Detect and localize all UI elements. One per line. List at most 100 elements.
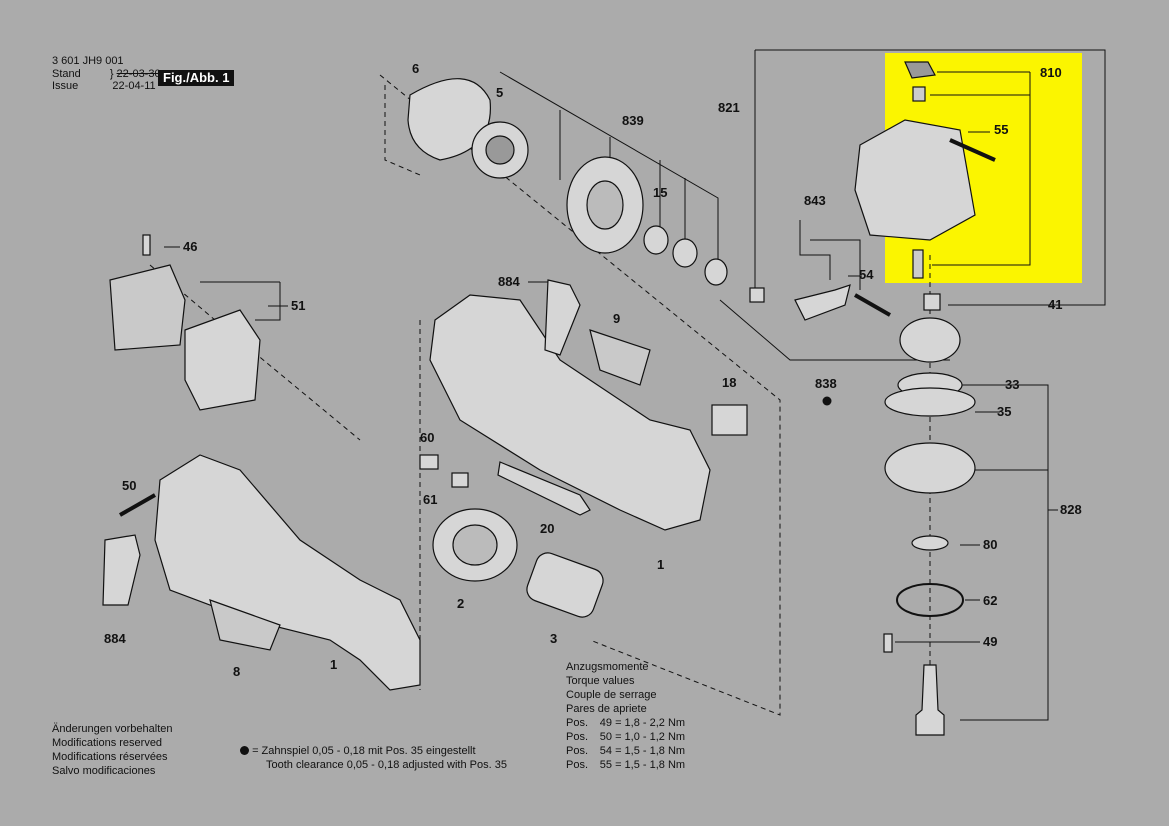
note-fr: Modifications réservées [52, 751, 168, 763]
part-884-cover-bottom [102, 534, 141, 606]
part-label-18: 18 [722, 375, 737, 390]
part-label-62: 62 [983, 593, 998, 608]
part-843-lever [794, 284, 851, 321]
part-50-screw [119, 493, 156, 517]
part-49-screw [883, 633, 893, 653]
note-de: Änderungen vorbehalten [52, 723, 173, 735]
part-18-plate [711, 404, 748, 436]
part-54-screw [854, 293, 891, 317]
old-date: 22-03-30 [116, 67, 161, 80]
part-35-shim [884, 387, 976, 417]
torque-row: Pos.54 = 1,5 - 1,8 Nm [566, 745, 686, 757]
part-label-821: 821 [718, 100, 740, 115]
part-bearing [672, 238, 698, 268]
torque-row: Pos.50 = 1,0 - 1,2 Nm [566, 731, 686, 743]
part-label-15: 15 [653, 185, 668, 200]
torque-heading-es: Pares de apriete [566, 703, 647, 715]
issue-label: Issue [52, 80, 79, 92]
modification-notes: Änderungen vorbehalten Modifications res… [52, 722, 172, 778]
leader-821-bracket [754, 49, 1106, 306]
note-en: Modifications reserved [52, 737, 163, 749]
part-label-3: 3 [550, 631, 558, 646]
part-label-50: 50 [122, 478, 137, 493]
torque-table: Anzugsmomente Torque values Couple de se… [566, 660, 685, 772]
part-3-rotor [526, 552, 604, 618]
part-bush [749, 287, 765, 303]
part-label-884-top: 884 [498, 274, 520, 289]
part-821-gearhead [854, 119, 976, 241]
part-label-810: 810 [1040, 65, 1062, 80]
part-label-35: 35 [997, 404, 1012, 419]
part-80-washer [911, 535, 949, 551]
part-60-clip [419, 454, 439, 470]
leader-51 [200, 281, 281, 321]
stand-label: Stand [52, 67, 81, 80]
part-51-electronics [184, 309, 261, 411]
part-label-8: 8 [233, 664, 241, 679]
part-pinion [704, 258, 728, 286]
torque-row: Pos.49 = 1,8 - 2,2 Nm [566, 717, 686, 729]
doc-header: 3 601 JH9 001 Stand } 22-03-30 Issue 22-… [52, 55, 161, 92]
part-55-screw [949, 138, 996, 162]
part-label-49: 49 [983, 634, 998, 649]
torque-heading-de: Anzugsmomente [566, 661, 649, 673]
part-8-label [209, 599, 281, 651]
part-label-838: 838 [815, 376, 837, 391]
part-label-1-upper: 1 [657, 557, 665, 572]
new-date: 22-04-11 [112, 80, 156, 92]
part-contact-plate [109, 264, 186, 351]
part-pin [912, 249, 924, 279]
leader-828-bracket [895, 384, 1049, 721]
part-label-33: 33 [1005, 377, 1020, 392]
part-label-5: 5 [496, 85, 504, 100]
part-label-2: 2 [457, 596, 465, 611]
leader-810-bracket [930, 71, 1031, 266]
part-flange [884, 442, 976, 494]
part-label-828: 828 [1060, 502, 1082, 517]
part-884-cover-top [544, 279, 581, 356]
part-label-55: 55 [994, 122, 1009, 137]
part-label-46: 46 [183, 239, 198, 254]
part-label-884-bottom: 884 [104, 631, 126, 646]
torque-heading-en: Torque values [566, 675, 635, 687]
part-label-51: 51 [291, 298, 306, 313]
part-label-6: 6 [412, 61, 420, 76]
part-15-bearing [643, 225, 669, 255]
part-1-housing-upper [429, 294, 711, 531]
part-20-slider [497, 461, 591, 516]
part-46-spring [142, 234, 151, 256]
part-bevel-gear [899, 317, 961, 363]
part-1-housing-lower [154, 454, 421, 691]
part-spindle [915, 664, 945, 736]
torque-heading-fr: Couple de serrage [566, 689, 657, 701]
leader-843 [799, 220, 861, 290]
part-label-20: 20 [540, 521, 555, 536]
part-label-9: 9 [613, 311, 621, 326]
leader-838 [719, 299, 950, 361]
part-62-oring [896, 583, 964, 617]
figure-label: Fig./Abb. 1 [158, 70, 235, 86]
tooth-clearance-note: = Zahnspiel 0,05 - 0,18 mit Pos. 35 eing… [240, 744, 507, 772]
torque-row: Pos.55 = 1,5 - 1,8 Nm [566, 759, 686, 771]
part-61-spring [451, 472, 469, 488]
part-9-label [589, 329, 651, 386]
part-label-54: 54 [859, 267, 874, 282]
part-label-60: 60 [420, 430, 435, 445]
part-spring [912, 86, 926, 102]
part-label-61: 61 [423, 492, 438, 507]
bullet-dot-icon [240, 746, 249, 755]
part-label-1-lower: 1 [330, 657, 338, 672]
part-label-843: 843 [804, 193, 826, 208]
part-41-bush [923, 293, 941, 311]
note-es: Salvo modificaciones [52, 765, 156, 777]
tooth-line-de: = Zahnspiel 0,05 - 0,18 mit Pos. 35 eing… [252, 745, 476, 757]
tooth-line-en: Tooth clearance 0,05 - 0,18 adjusted wit… [266, 759, 507, 771]
doc-number: 3 601 JH9 001 [52, 55, 124, 67]
part-810-button [904, 61, 936, 79]
axis-line-left [384, 85, 421, 176]
clearance-dot [822, 396, 832, 406]
part-label-839: 839 [622, 113, 644, 128]
part-label-41: 41 [1048, 297, 1063, 312]
